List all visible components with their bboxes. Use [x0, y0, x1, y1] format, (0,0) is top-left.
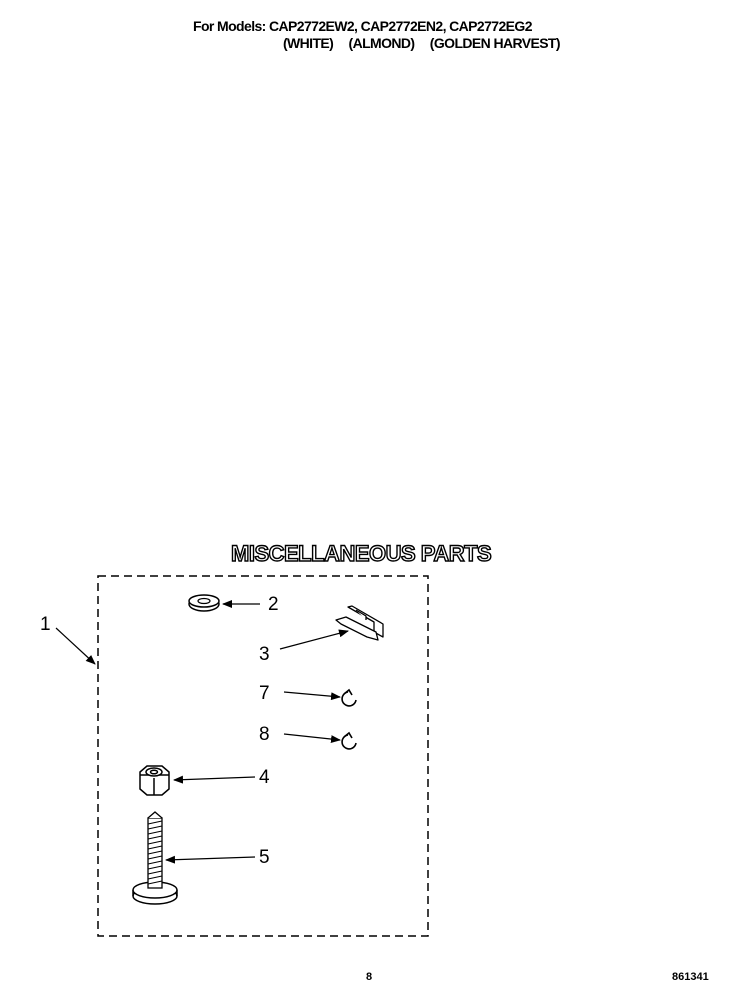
part-4-hex-nut — [139, 765, 170, 796]
part-8-clip — [341, 731, 357, 750]
callout-2: 2 — [268, 594, 279, 615]
models-header: For Models: CAP2772EW2, CAP2772EN2, CAP2… — [193, 18, 532, 34]
page-number: 8 — [366, 971, 373, 983]
callout-5: 5 — [259, 847, 270, 868]
callout-7: 7 — [259, 683, 270, 704]
part-5-leveling-leg — [132, 811, 178, 905]
leader-7 — [283, 691, 341, 701]
document-number: 861341 — [672, 971, 709, 983]
leader-3 — [279, 629, 349, 650]
kit-boundary — [97, 575, 429, 937]
color-white: (WHITE) — [283, 35, 334, 51]
leader-5 — [165, 855, 256, 864]
part-3-bracket — [335, 605, 384, 641]
colors-header: (WHITE) (ALMOND) (GOLDEN HARVEST) — [283, 35, 572, 51]
section-title: MISCELLANEOUS PARTS — [230, 540, 492, 566]
color-almond: (ALMOND) — [348, 35, 416, 51]
leader-4 — [173, 775, 256, 784]
callout-1: 1 — [40, 614, 51, 635]
part-2-washer — [188, 594, 220, 612]
leader-8 — [283, 733, 341, 744]
callout-3: 3 — [259, 644, 270, 665]
color-golden-harvest: (GOLDEN HARVEST) — [429, 35, 561, 51]
part-7-clip — [341, 688, 357, 707]
callout-8: 8 — [259, 724, 270, 745]
callout-4: 4 — [259, 767, 270, 788]
leader-1 — [55, 627, 96, 665]
